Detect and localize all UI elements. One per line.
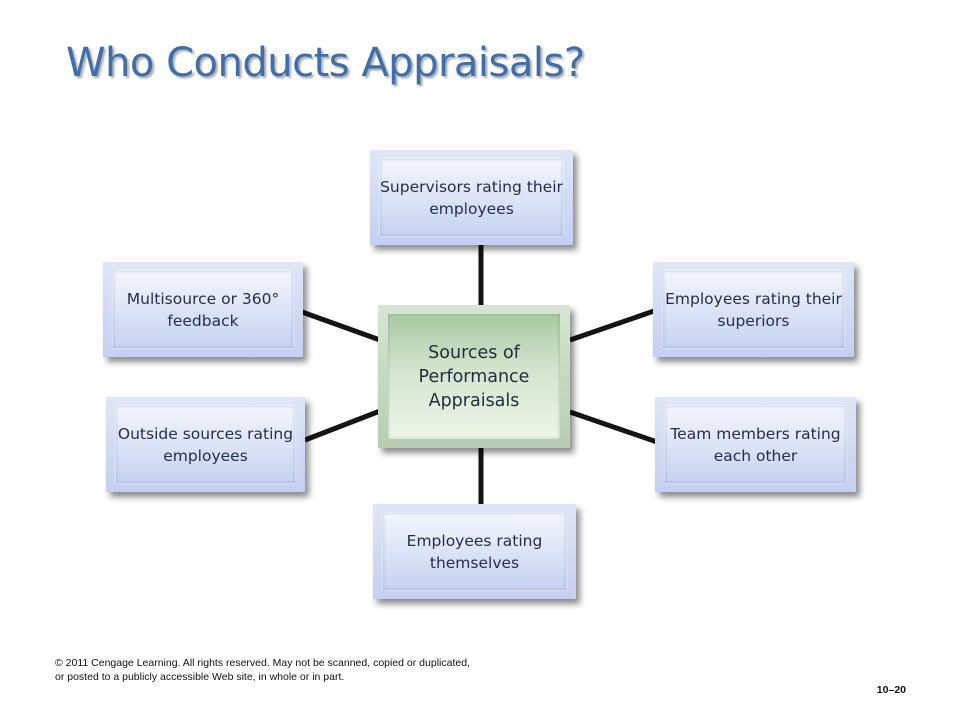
page-number: 10–20 xyxy=(876,684,906,696)
connector-lower-left xyxy=(304,408,381,443)
node-upper-right: Employees rating their superiors xyxy=(653,262,854,357)
node-center: Sources of Performance Appraisals xyxy=(378,305,570,448)
node-lower-right: Team members rating each other xyxy=(655,397,856,492)
node-top-label: Supervisors rating their employees xyxy=(380,159,563,236)
node-top: Supervisors rating their employees xyxy=(370,150,573,245)
node-lower-left-label: Outside sources rating employees xyxy=(116,406,295,483)
node-upper-left: Multisource or 360° feedback xyxy=(103,262,303,357)
copyright-notice: © 2011 Cengage Learning. All rights rese… xyxy=(55,657,470,683)
node-bottom: Employees rating themselves xyxy=(373,504,576,599)
connector-lower-right xyxy=(569,409,658,445)
connector-upper-left xyxy=(301,309,381,343)
node-lower-left: Outside sources rating employees xyxy=(106,397,305,492)
node-upper-right-label: Employees rating their superiors xyxy=(663,271,844,348)
connector-upper-right xyxy=(569,308,655,343)
node-upper-left-label: Multisource or 360° feedback xyxy=(113,271,293,348)
node-lower-right-label: Team members rating each other xyxy=(665,406,846,483)
node-center-label: Sources of Performance Appraisals xyxy=(388,314,560,439)
slide-title: Who Conducts Appraisals? xyxy=(66,40,585,86)
node-bottom-label: Employees rating themselves xyxy=(383,513,566,590)
